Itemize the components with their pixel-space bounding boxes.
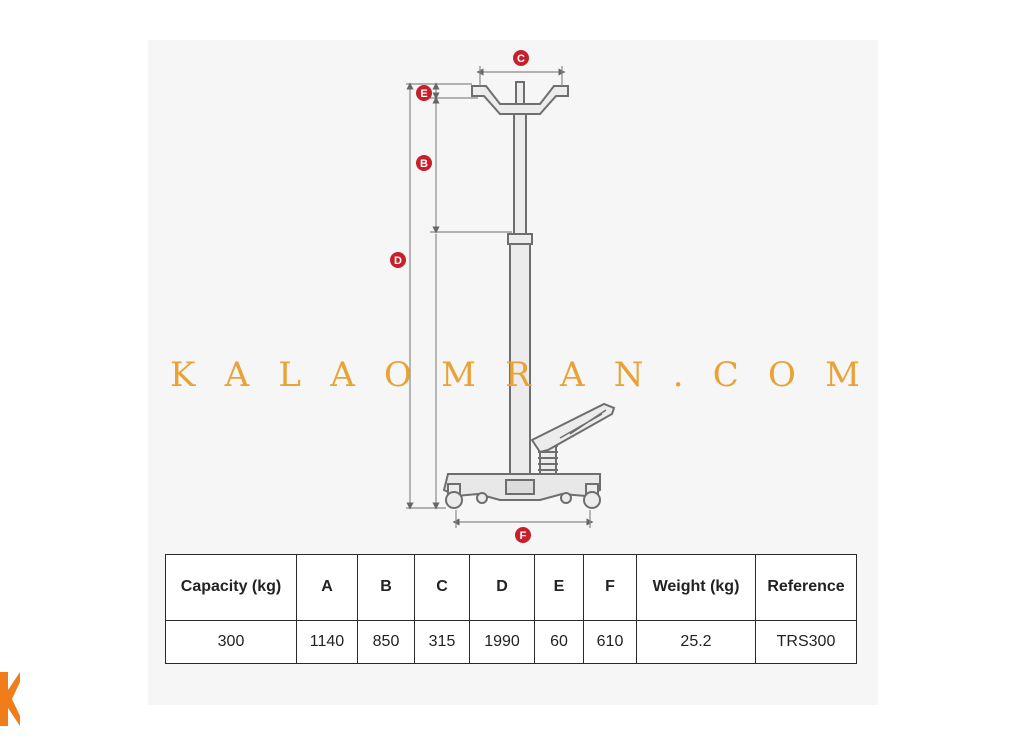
brand-logo-icon — [0, 672, 20, 726]
dimension-lines — [406, 66, 594, 528]
label-d: D — [394, 255, 402, 267]
marker-f: F — [515, 527, 531, 543]
cell-a: 1140 — [296, 619, 358, 665]
header-f: F — [583, 554, 637, 621]
table-row: 300 1140 850 315 1990 60 610 25.2 TRS300 — [165, 619, 857, 665]
header-capacity: Capacity (kg) — [165, 554, 297, 621]
label-c: C — [517, 53, 525, 65]
header-b: B — [357, 554, 415, 621]
header-e: E — [534, 554, 584, 621]
marker-d: D — [390, 252, 406, 268]
header-c: C — [414, 554, 470, 621]
label-f: F — [520, 530, 527, 542]
foot-pedal — [530, 402, 616, 454]
outer-column — [509, 233, 531, 483]
cell-capacity: 300 — [165, 619, 297, 665]
cell-b: 850 — [357, 619, 415, 665]
header-weight: Weight (kg) — [636, 554, 756, 621]
table-header-row: Capacity (kg) A B C D E F Weight (kg) Re… — [165, 554, 857, 621]
inner-column — [513, 113, 527, 235]
cell-e: 60 — [534, 619, 584, 665]
header-reference: Reference — [755, 554, 857, 621]
label-e: E — [420, 88, 427, 100]
cell-f: 610 — [583, 619, 637, 665]
header-a: A — [296, 554, 358, 621]
marker-b: B — [416, 155, 432, 171]
spec-table: Capacity (kg) A B C D E F Weight (kg) Re… — [165, 554, 857, 665]
cell-c: 315 — [414, 619, 470, 665]
marker-c: C — [513, 50, 529, 66]
marker-e: E — [416, 85, 432, 101]
label-b: B — [420, 158, 428, 170]
header-d: D — [469, 554, 535, 621]
cell-reference: TRS300 — [755, 619, 857, 665]
cell-d: 1990 — [469, 619, 535, 665]
saddle — [471, 81, 569, 115]
cell-weight: 25.2 — [636, 619, 756, 665]
caster-wheels — [445, 483, 601, 509]
